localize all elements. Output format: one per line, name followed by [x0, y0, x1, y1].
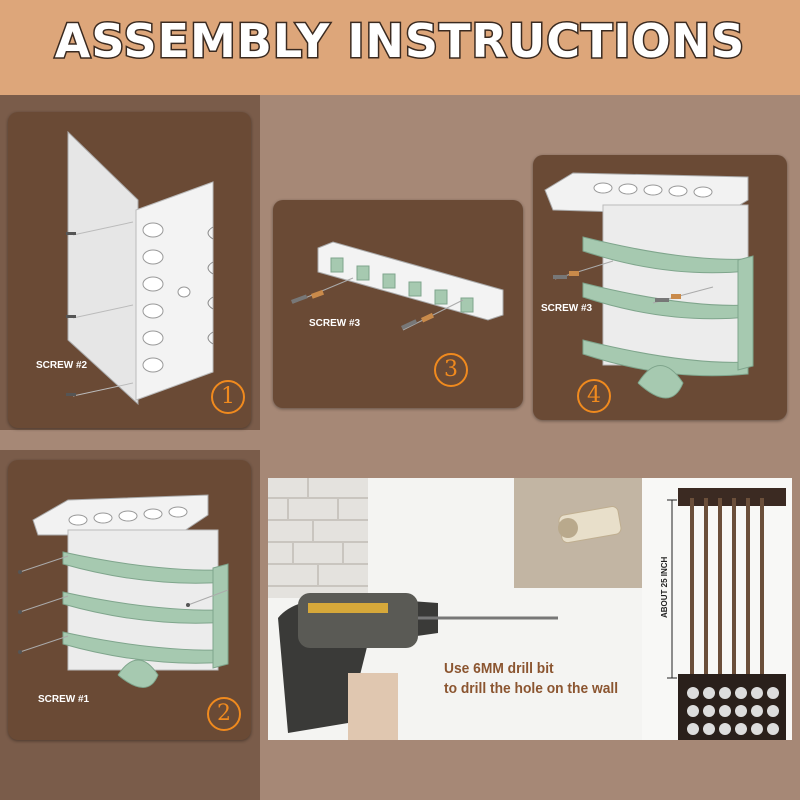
step-4-screw-label: SCREW #3: [541, 303, 593, 314]
step-1-illustration: [66, 130, 214, 406]
drill-instruction-line-1: Use 6MM drill bit: [444, 660, 554, 677]
step-2-panel: SCREW #1 2: [8, 460, 251, 740]
step-4-number: 4: [577, 379, 611, 413]
installation-illustration: [268, 478, 792, 740]
step-3-panel: SCREW #3 3: [273, 200, 523, 408]
step-1-number: 1: [211, 380, 245, 414]
divider-band: [0, 430, 800, 450]
step-1-screw-label: SCREW #2: [36, 360, 88, 371]
height-label: ABOUT 25 INCH: [660, 556, 669, 618]
step-3-number: 3: [434, 353, 468, 387]
step-4-illustration: [544, 172, 754, 399]
installation-photo: Use 6MM drill bit to drill the hole on t…: [268, 478, 792, 740]
page-title: ASSEMBLY INSTRUCTIONS: [53, 13, 746, 70]
step-2-illustration: [18, 494, 229, 688]
step-2-number: 2: [207, 697, 241, 731]
step-3-illustration: [291, 241, 504, 331]
header-banner: [0, 0, 800, 95]
step-1-panel: SCREW #2 1: [8, 112, 251, 428]
step-2-screw-label: SCREW #1: [38, 694, 90, 705]
step-4-panel: SCREW #3 4: [533, 155, 787, 420]
drill-instruction-line-2: to drill the hole on the wall: [444, 680, 619, 697]
drill-instruction: Use 6MM drill bit to drill the hole on t…: [444, 659, 618, 699]
step-3-screw-label: SCREW #3: [309, 318, 361, 329]
